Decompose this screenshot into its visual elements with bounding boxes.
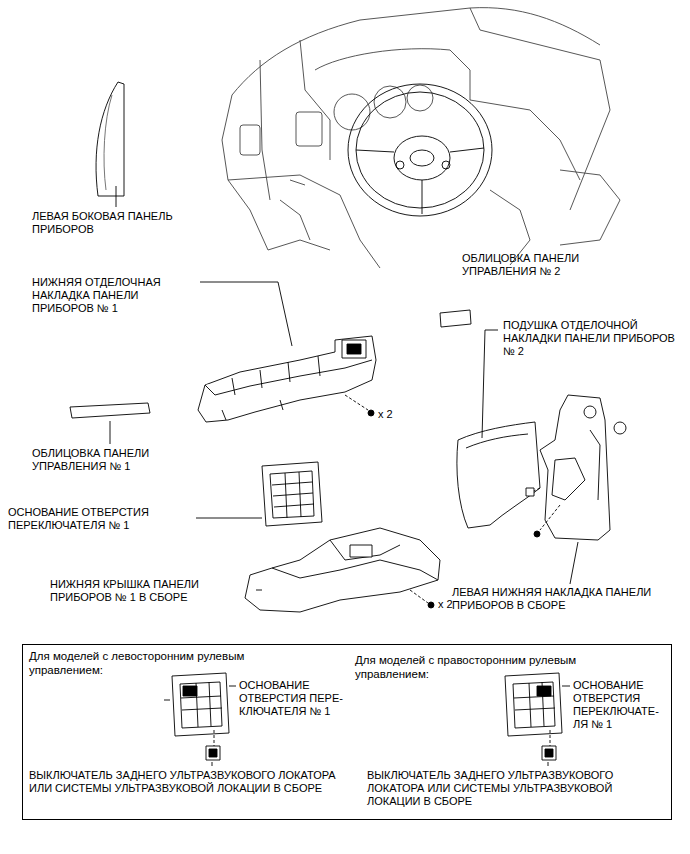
lower-cover-part xyxy=(245,528,440,612)
note-heading: Для моделей с левосторонним рулевым упра… xyxy=(29,649,269,677)
side-panel-part xyxy=(96,82,124,196)
part-label: ВЫКЛЮЧАТЕЛЬ ЗАДНЕГО УЛЬТРАЗВУКОВОГО ЛОКА… xyxy=(29,769,359,795)
inset-switch-left xyxy=(164,673,229,760)
part-label: ОБЛИЦОВКА ПАНЕЛИ УПРАВЛЕНИЯ № 2 xyxy=(462,252,642,278)
part-label: ЛЕВАЯ НИЖНЯЯ НАКЛАДКА ПАНЕЛИ ПРИБОРОВ В … xyxy=(452,586,684,612)
part-label: ВЫКЛЮЧАТЕЛЬ ЗАДНЕГО УЛЬТРАЗВУКОВОГО ЛОКА… xyxy=(367,769,667,808)
leader-lines xyxy=(110,186,578,590)
lower-finish-panel-part xyxy=(198,336,376,422)
inset-switch-right xyxy=(505,673,562,760)
part-label: НИЖНЯЯ ОТДЕЛОЧНАЯ НАКЛАДКА ПАНЕЛИ ПРИБОР… xyxy=(32,276,200,315)
part-label: ОБЛИЦОВКА ПАНЕЛИ УПРАВЛЕНИЯ № 1 xyxy=(32,447,202,473)
clip-symbol xyxy=(526,488,534,496)
part-label: ЛЕВАЯ БОКОВАЯ ПАНЕЛЬ ПРИБОРОВ xyxy=(32,210,202,236)
part-label: ОСНОВАНИЕ ОТВЕРСТИЯ ПЕРЕКЛЮЧАТЕ- ЛЯ № 1 xyxy=(573,679,669,731)
quantity-label: x 2 xyxy=(378,408,418,421)
screw-symbol xyxy=(428,602,434,608)
lower-panel-assembly-part xyxy=(540,395,626,540)
screw-symbol xyxy=(534,531,540,537)
note-heading: Для моделей с правосторонним рулевым упр… xyxy=(355,653,615,681)
screw-symbol xyxy=(368,410,374,416)
part-label: ПОДУШКА ОТДЕЛОЧНОЙ НАКЛАДКИ ПАНЕЛИ ПРИБО… xyxy=(503,319,685,358)
switch-base-part xyxy=(262,462,322,526)
trim-part xyxy=(70,403,150,418)
part-label: ОСНОВАНИЕ ОТВЕРСТИЯ ПЕРЕ- КЛЮЧАТЕЛЯ № 1 xyxy=(239,679,349,718)
dashboard-sketch xyxy=(222,8,620,268)
cushion-part xyxy=(457,422,540,528)
inset-box: Для моделей с левосторонним рулевым упра… xyxy=(22,644,672,820)
trim-part xyxy=(440,310,471,327)
part-label: НИЖНЯЯ КРЫШКА ПАНЕЛИ ПРИБОРОВ № 1 В СБОР… xyxy=(50,578,255,604)
steering-wheel xyxy=(348,84,492,216)
part-label: ОСНОВАНИЕ ОТВЕРСТИЯ ПЕРЕКЛЮЧАТЕЛЯ № 1 xyxy=(8,506,196,532)
